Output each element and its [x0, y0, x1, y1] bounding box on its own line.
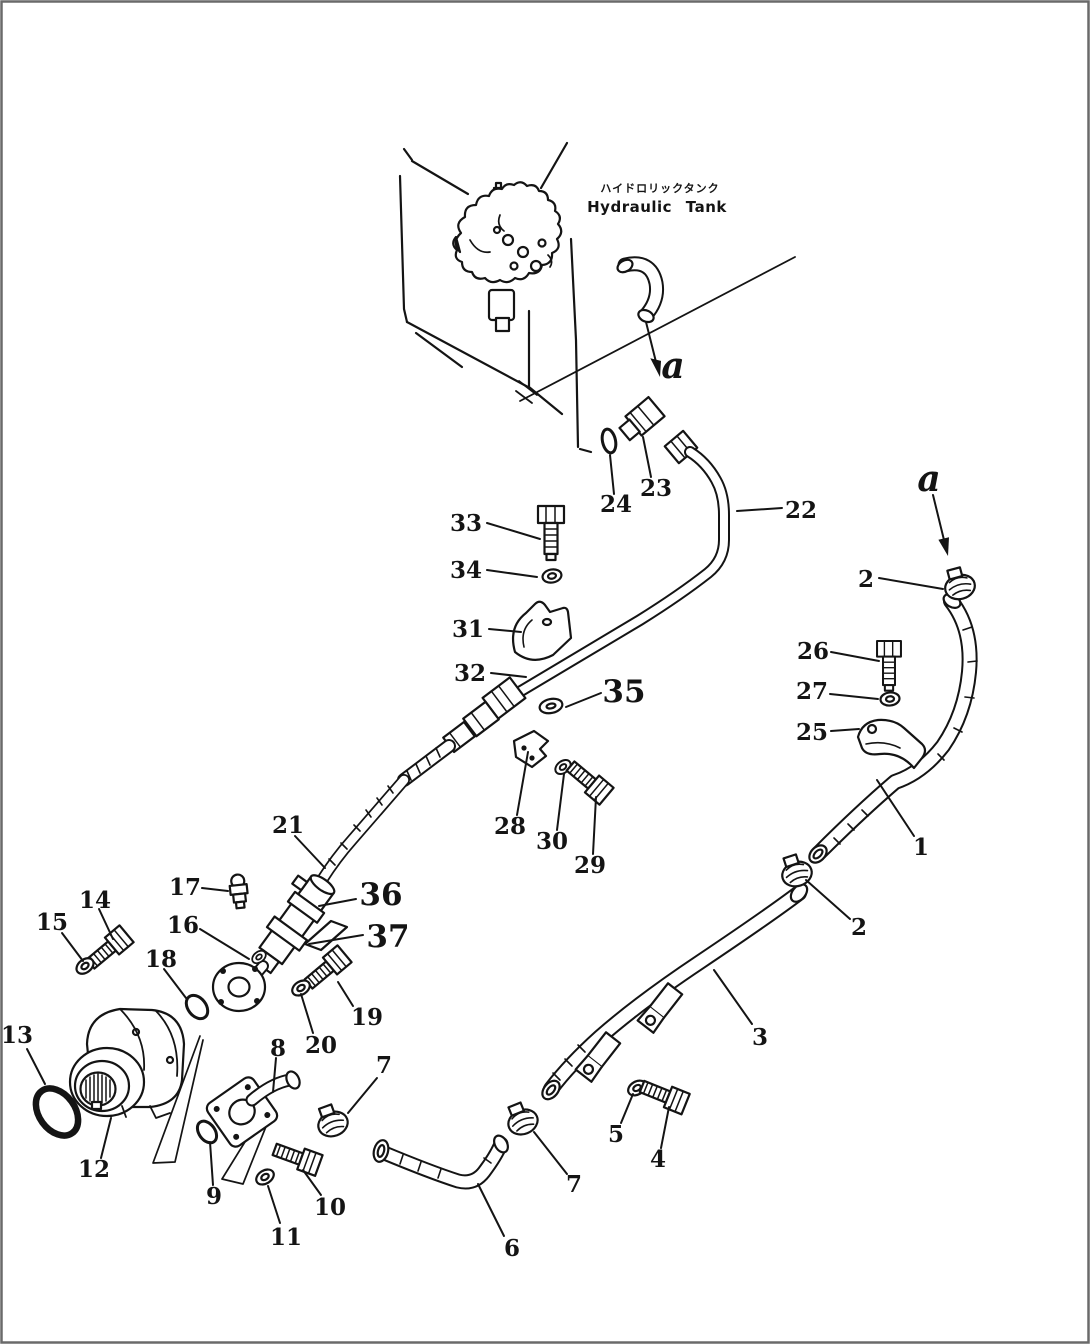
callout-25: 25 [796, 719, 828, 746]
view-label-a-top: a [661, 345, 684, 387]
callout-3: 3 [752, 1024, 768, 1051]
callout-14: 14 [79, 887, 111, 914]
callout-2-mid: 2 [851, 914, 867, 941]
motor-12 [68, 1007, 186, 1119]
callout-26: 26 [797, 638, 829, 665]
callout-7-right: 7 [566, 1171, 582, 1198]
callout-2-top: 2 [858, 566, 874, 593]
tube-3 [541, 883, 809, 1101]
callout-7-left: 7 [376, 1052, 392, 1079]
callout-9: 9 [206, 1183, 222, 1210]
callout-34: 34 [450, 557, 482, 584]
callout-28: 28 [494, 813, 526, 840]
callout-11: 11 [270, 1224, 302, 1251]
oring-9 [195, 1119, 219, 1145]
callout-33: 33 [450, 510, 482, 537]
callout-4: 4 [650, 1146, 666, 1173]
frame-edge-line [519, 256, 796, 402]
flange-plate [211, 961, 267, 1013]
plug-17 [228, 873, 249, 910]
projection-lines [152, 1035, 270, 1185]
oring-18 [184, 993, 210, 1021]
callout-20: 20 [305, 1032, 337, 1059]
callout-22: 22 [785, 497, 817, 524]
washer-35 [538, 697, 564, 715]
callout-27: 27 [796, 678, 828, 705]
valve-spool [487, 288, 516, 333]
callout-21: 21 [272, 812, 304, 839]
braided-hose [397, 739, 456, 787]
oring-24 [600, 427, 618, 455]
callout-36: 36 [359, 877, 402, 913]
fitting-elbow-23 [618, 395, 699, 465]
clip-28 [512, 729, 550, 769]
callout-15: 15 [36, 909, 68, 936]
view-arrow-a-top [645, 321, 661, 377]
washer-27 [878, 690, 902, 708]
oring-13 [32, 1085, 82, 1139]
callout-30: 30 [536, 828, 568, 855]
callout-8: 8 [270, 1035, 286, 1062]
tank-elbow-hose [616, 256, 664, 324]
control-valve [452, 181, 563, 333]
callout-37: 37 [366, 919, 409, 955]
hose-1 [808, 593, 978, 864]
callout-12: 12 [78, 1156, 110, 1183]
callout-24: 24 [600, 491, 632, 518]
hose-21 [316, 774, 410, 886]
callout-35: 35 [602, 674, 645, 710]
callout-18: 18 [145, 946, 177, 973]
tank-title-en: Hydraulic Tank [587, 198, 727, 216]
callout-31: 31 [452, 616, 484, 643]
tank-title-jp: ハイドロリックタンク [600, 182, 719, 195]
flange-8-elbow [205, 1070, 301, 1148]
tank-outline [398, 141, 796, 454]
callout-13: 13 [1, 1022, 33, 1049]
callout-10: 10 [314, 1194, 346, 1221]
clamp-25 [856, 718, 927, 770]
callout-1: 1 [913, 834, 929, 861]
callout-19: 19 [351, 1004, 383, 1031]
hose-6 [372, 1134, 509, 1190]
callout-5: 5 [608, 1121, 624, 1148]
artwork [26, 141, 979, 1237]
callout-6: 6 [504, 1235, 520, 1262]
view-arrow-a-right [932, 494, 949, 556]
callout-16: 16 [167, 912, 199, 939]
view-label-a-right: a [917, 458, 940, 500]
callout-29: 29 [574, 852, 606, 879]
clamp-31 [511, 600, 573, 661]
callout-17: 17 [169, 874, 201, 901]
callout-23: 23 [640, 475, 672, 502]
pipe-22-tube-32 [515, 446, 730, 697]
labels: ハイドロリックタンク Hydraulic Tank a a 33 34 31 3… [1, 182, 941, 1262]
leader-lines [26, 436, 944, 1237]
callout-32: 32 [454, 660, 486, 687]
